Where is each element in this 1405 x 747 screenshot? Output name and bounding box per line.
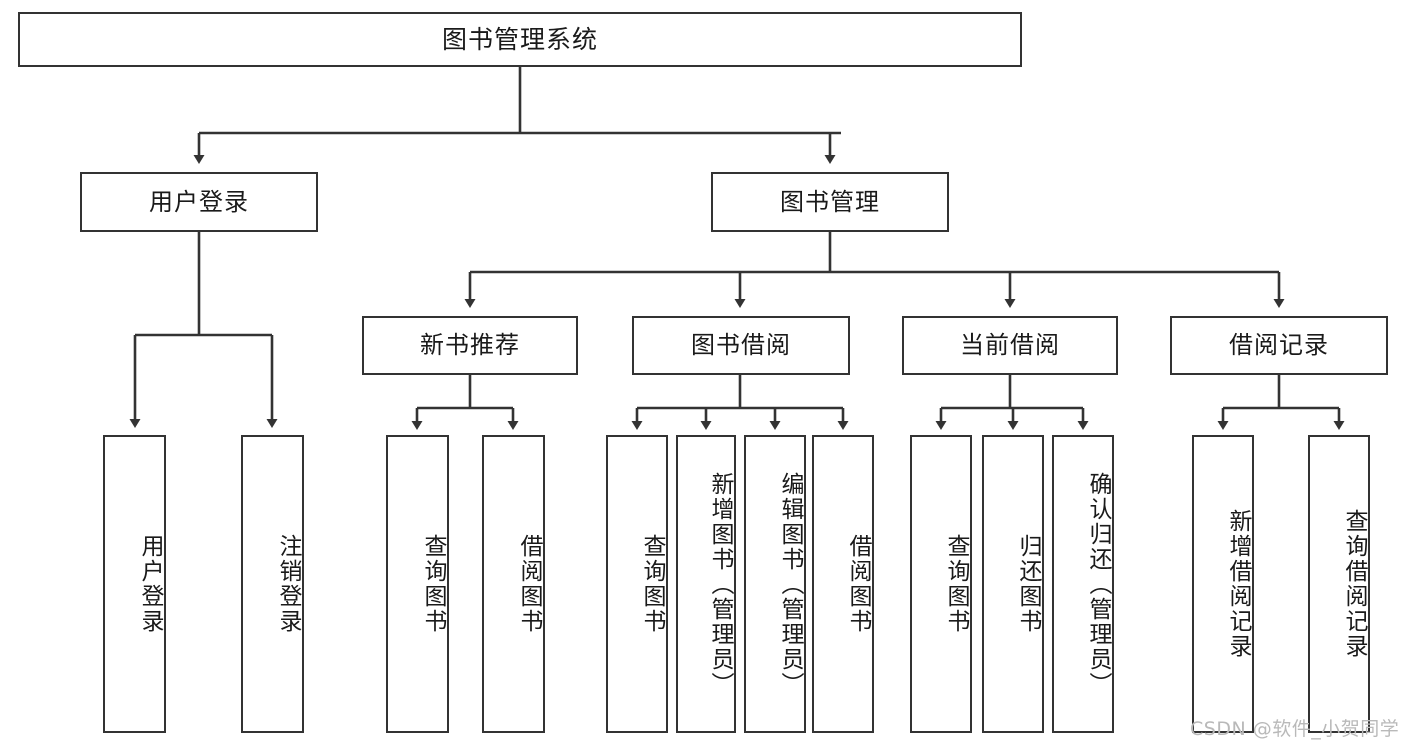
leaf-confirm-return-admin-label: 确认归还（管理员） [1085, 471, 1111, 697]
node-book-manage[interactable]: 图书管理 [711, 172, 949, 232]
leaf-user-logout[interactable]: 注销登录 [241, 435, 304, 733]
leaf-edit-book-admin[interactable]: 编辑图书（管理员） [744, 435, 806, 733]
node-new-book-recommend-label: 新书推荐 [420, 331, 520, 360]
node-borrow-record[interactable]: 借阅记录 [1170, 316, 1388, 375]
leaf-user-logout-label: 注销登录 [275, 534, 301, 634]
leaf-user-login-label: 用户登录 [137, 534, 163, 634]
node-user-login[interactable]: 用户登录 [80, 172, 318, 232]
node-borrow-record-label: 借阅记录 [1229, 331, 1329, 360]
node-book-manage-label: 图书管理 [780, 187, 880, 216]
leaf-query-borrow-record-label: 查询借阅记录 [1341, 509, 1367, 659]
node-book-borrow-label: 图书借阅 [691, 331, 791, 360]
leaf-add-borrow-record[interactable]: 新增借阅记录 [1192, 435, 1254, 733]
node-current-borrow-label: 当前借阅 [960, 331, 1060, 360]
leaf-query-book-borrow[interactable]: 查询图书 [606, 435, 668, 733]
leaf-confirm-return-admin[interactable]: 确认归还（管理员） [1052, 435, 1114, 733]
leaf-query-book-recommend-label: 查询图书 [420, 534, 446, 634]
leaf-borrow-book-recommend-label: 借阅图书 [516, 534, 542, 634]
leaf-query-book-borrow-label: 查询图书 [639, 534, 665, 634]
leaf-add-borrow-record-label: 新增借阅记录 [1225, 509, 1251, 659]
leaf-borrow-book-label: 借阅图书 [845, 534, 871, 634]
leaf-add-book-admin[interactable]: 新增图书（管理员） [676, 435, 736, 733]
leaf-query-book-recommend[interactable]: 查询图书 [386, 435, 449, 733]
node-book-borrow[interactable]: 图书借阅 [632, 316, 850, 375]
leaf-borrow-book-recommend[interactable]: 借阅图书 [482, 435, 545, 733]
leaf-edit-book-admin-label: 编辑图书（管理员） [777, 471, 803, 697]
leaf-return-book[interactable]: 归还图书 [982, 435, 1044, 733]
csdn-watermark: CSDN @软件_小贺同学 [1190, 718, 1400, 740]
leaf-query-book-current[interactable]: 查询图书 [910, 435, 972, 733]
node-root-label: 图书管理系统 [441, 24, 598, 54]
leaf-user-login[interactable]: 用户登录 [103, 435, 166, 733]
node-user-login-label: 用户登录 [149, 187, 249, 216]
node-root[interactable]: 图书管理系统 [18, 12, 1022, 67]
node-current-borrow[interactable]: 当前借阅 [902, 316, 1118, 375]
node-new-book-recommend[interactable]: 新书推荐 [362, 316, 578, 375]
leaf-query-book-current-label: 查询图书 [943, 534, 969, 634]
leaf-return-book-label: 归还图书 [1015, 534, 1041, 634]
leaf-query-borrow-record[interactable]: 查询借阅记录 [1308, 435, 1370, 733]
leaf-borrow-book[interactable]: 借阅图书 [812, 435, 874, 733]
leaf-add-book-admin-label: 新增图书（管理员） [707, 471, 733, 697]
